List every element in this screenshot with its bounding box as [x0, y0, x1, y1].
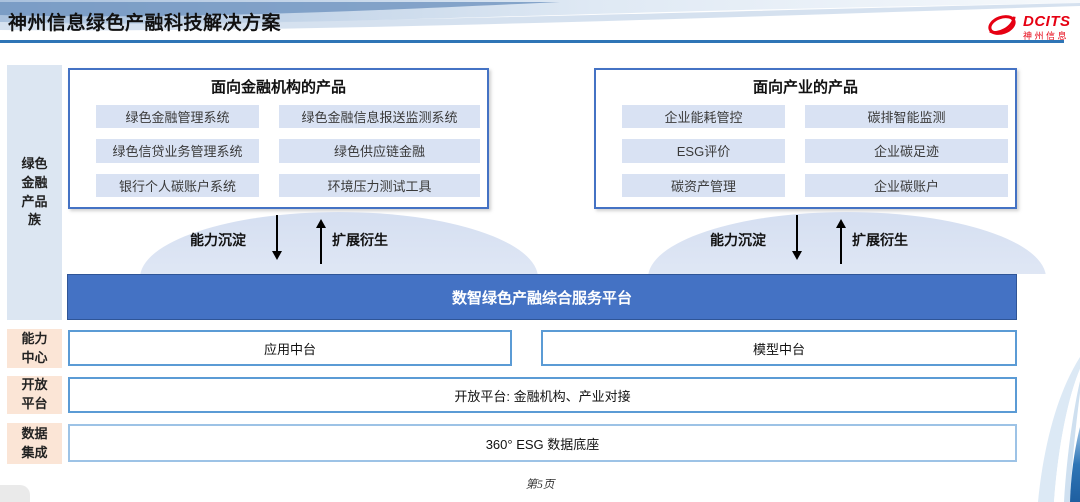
- rail-label-text: 开放平台: [21, 377, 48, 411]
- platform-bar: 数智绿色产融综合服务平台: [67, 274, 1017, 320]
- product-pill: 绿色金融信息报送监测系统: [279, 105, 480, 129]
- page-title: 神州信息绿色产融科技解决方案: [8, 13, 282, 34]
- product-pill: 银行个人碳账户系统: [96, 173, 259, 197]
- rail-label-capability-center: 能力中心: [7, 329, 62, 368]
- product-pill: 企业能耗管控: [622, 105, 785, 129]
- finance-products-grid: 绿色金融管理系统 绿色金融信息报送监测系统 绿色信贷业务管理系统 绿色供应链金融…: [96, 105, 480, 197]
- extend-derive-label: 扩展衍生: [852, 232, 908, 248]
- product-pill: 环境压力测试工具: [279, 173, 480, 197]
- product-pill: 碳排智能监测: [805, 105, 1008, 129]
- product-pill: 企业碳账户: [805, 173, 1008, 197]
- product-pill: 碳资产管理: [622, 173, 785, 197]
- dome-decoration-right: [648, 212, 1046, 274]
- rail-label-product-family: 绿色金融产品族: [7, 65, 62, 320]
- brand-name: DCITS: [1023, 13, 1071, 30]
- down-arrow-icon: [792, 215, 802, 260]
- product-pill: ESG评价: [622, 139, 785, 163]
- dcits-swoosh-icon: [988, 15, 1016, 35]
- arrow-group-right: 能力沉淀 扩展衍生: [710, 213, 908, 267]
- page-number: 第5页: [525, 479, 555, 491]
- up-arrow-icon: [836, 219, 846, 264]
- finance-products-box: 面向金融机构的产品 绿色金融管理系统 绿色金融信息报送监测系统 绿色信贷业务管理…: [68, 68, 489, 209]
- product-pill: 绿色供应链金融: [279, 139, 480, 163]
- rail-label-text: 绿色金融产品族: [21, 155, 48, 228]
- product-pill: 绿色信贷业务管理系统: [96, 139, 259, 163]
- title-divider: [0, 40, 1064, 43]
- esg-data-base-box: 360° ESG 数据底座: [68, 424, 1017, 462]
- extend-derive-label: 扩展衍生: [332, 232, 388, 248]
- rail-label-open-platform: 开放平台: [7, 376, 62, 414]
- industry-products-grid: 企业能耗管控 碳排智能监测 ESG评价 企业碳足迹 碳资产管理 企业碳账户: [622, 105, 1008, 197]
- rail-label-text: 能力中心: [21, 330, 48, 365]
- product-pill: 绿色金融管理系统: [96, 105, 259, 129]
- rail-label-data-integration: 数据集成: [7, 423, 62, 464]
- arrow-group-left: 能力沉淀 扩展衍生: [190, 213, 388, 267]
- dome-decoration-left: [140, 212, 538, 274]
- open-platform-box: 开放平台: 金融机构、产业对接: [68, 377, 1017, 413]
- down-arrow-icon: [272, 215, 282, 260]
- model-middle-platform-box: 模型中台: [541, 330, 1017, 366]
- capability-settle-label: 能力沉淀: [710, 232, 766, 248]
- up-arrow-icon: [316, 219, 326, 264]
- rail-label-text: 数据集成: [21, 425, 48, 460]
- product-pill: 企业碳足迹: [805, 139, 1008, 163]
- finance-products-title: 面向金融机构的产品: [210, 79, 346, 96]
- capability-settle-label: 能力沉淀: [190, 232, 246, 248]
- corner-gray-decoration: [0, 485, 30, 502]
- app-middle-platform-box: 应用中台: [68, 330, 512, 366]
- brand-name-cn: 神州信息: [1023, 31, 1070, 41]
- industry-products-box: 面向产业的产品 企业能耗管控 碳排智能监测 ESG评价 企业碳足迹 碳资产管理 …: [594, 68, 1017, 209]
- industry-products-title: 面向产业的产品: [752, 79, 858, 96]
- dcits-logo: DCITS 神州信息: [984, 10, 1071, 41]
